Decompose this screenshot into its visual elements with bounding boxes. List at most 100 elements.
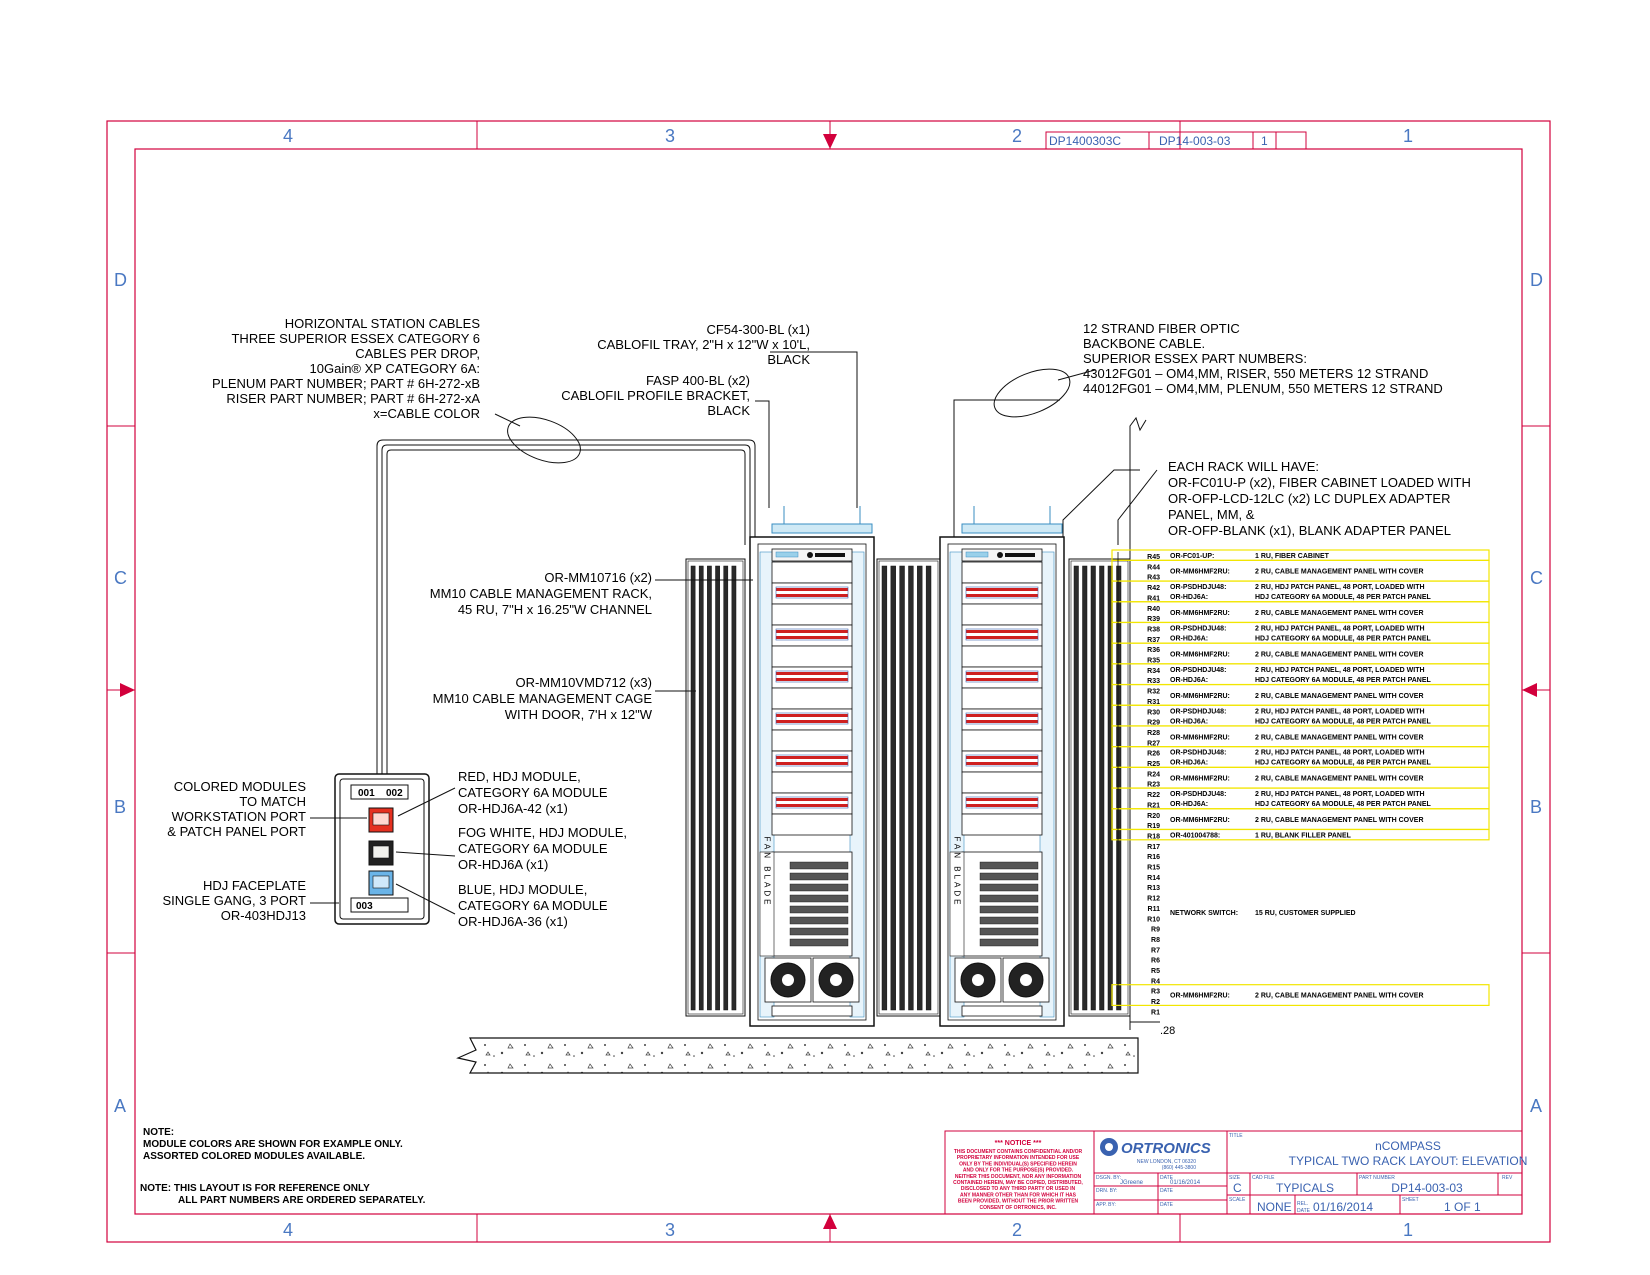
legend-desc: 1 RU, FIBER CABINET	[1255, 553, 1330, 560]
cage-2	[876, 558, 941, 1017]
legend-desc: 2 RU, CABLE MANAGEMENT PANEL WITH COVER	[1255, 776, 1424, 783]
legend-desc-2: HDJ CATEGORY 6A MODULE, 48 PER PATCH PAN…	[1255, 594, 1432, 601]
port-001-label: 001	[358, 788, 375, 799]
notice-line-6: CONTAINED HEREIN, MAY BE COPIED, DISTRIB…	[953, 1180, 1083, 1186]
port-003-label: 003	[356, 901, 373, 912]
zone-y-B-right: B	[1530, 797, 1542, 817]
legend-row: OR-FC01-UP: 1 RU, FIBER CABINET	[1111, 549, 1490, 561]
legend-part-2: OR-HDJ6A:	[1170, 801, 1208, 808]
rel-date-label: DATE	[1297, 1208, 1311, 1214]
note2-line1: NOTE: THIS LAYOUT IS FOR REFERENCE ONLY	[140, 1183, 370, 1194]
address-1: NEW LONDON, CT 06320	[1137, 1159, 1196, 1165]
bottom-panel-desc: 2 RU, CABLE MANAGEMENT PANEL WITH COVER	[1255, 993, 1424, 1000]
legend-part-2: OR-HDJ6A:	[1170, 635, 1208, 642]
cage-callout-line-2: MM10 CABLE MANAGEMENT CAGE	[433, 691, 653, 706]
legend-part: OR-PSDHDJU48:	[1170, 708, 1226, 715]
white-module-callout-line-3: OR-HDJ6A (x1)	[458, 857, 548, 872]
profile-bracket-callout-line-2: CABLOFIL PROFILE BRACKET,	[561, 388, 750, 403]
dimension-label: .28	[1160, 1025, 1175, 1037]
cable-trays	[771, 506, 1063, 534]
horizontal-cables-callout-line-2: THREE SUPERIOR ESSEX CATEGORY 6	[231, 331, 480, 346]
fan-blade-label: FAN BLADE	[763, 836, 772, 907]
horizontal-cables-callout-line-5: PLENUM PART NUMBER; PART # 6H-272-xB	[212, 376, 480, 391]
bottom-panel-part: OR-MM6HMF2RU:	[1170, 993, 1230, 1000]
legend-row: OR-MM6HMF2RU:2 RU, CABLE MANAGEMENT PANE…	[1111, 601, 1490, 624]
rel-date-value: 01/16/2014	[1313, 1200, 1373, 1214]
rack-unit-R34: R34	[1147, 668, 1160, 675]
cad-value: TYPICALS	[1276, 1181, 1334, 1195]
rack-unit-R32: R32	[1147, 689, 1160, 696]
rack-2: FAN BLADE	[939, 536, 1065, 1027]
legend-row: OR-401004788:1 RU, BLANK FILLER PANEL	[1111, 828, 1490, 841]
rack-unit-R42: R42	[1147, 585, 1160, 592]
legend-row: OR-MM6HMF2RU: 2 RU, CABLE MANAGEMENT PANE…	[1111, 766, 1490, 789]
rack-unit-R26: R26	[1147, 751, 1160, 758]
red-module-callout-line-1: RED, HDJ MODULE,	[458, 769, 581, 784]
rack-contents-callout-line-3: OR-OFP-LCD-12LC (x2) LC DUPLEX ADAPTER	[1168, 491, 1450, 506]
red-module-callout-line-3: OR-HDJ6A-42 (x1)	[458, 801, 568, 816]
top-cell-part: DP14-003-03	[1159, 134, 1231, 148]
rack-unit-R19: R19	[1147, 823, 1160, 830]
legend-part-2: OR-HDJ6A:	[1170, 718, 1208, 725]
legend-part: OR-MM6HMF2RU:	[1170, 776, 1230, 783]
legend-part: OR-FC01-UP:	[1170, 553, 1214, 560]
rack-unit-R17: R17	[1147, 844, 1160, 851]
cad-label: CAD FILE	[1252, 1175, 1275, 1181]
notice-line-2: PROPRIETARY INFORMATION INTENDED FOR USE	[957, 1155, 1080, 1161]
rack-unit-R9: R9	[1151, 927, 1160, 934]
zone-x-4: 4	[283, 126, 293, 146]
fiber-backbone-callout-line-3: SUPERIOR ESSEX PART NUMBERS:	[1083, 351, 1307, 366]
rack-unit-R38: R38	[1147, 626, 1160, 633]
legend-desc: 2 RU, CABLE MANAGEMENT PANEL WITH COVER	[1255, 569, 1424, 576]
notice-title: *** NOTICE ***	[995, 1140, 1042, 1147]
center-arrows	[120, 134, 1537, 1229]
legend-desc-2: HDJ CATEGORY 6A MODULE, 48 PER PATCH PAN…	[1255, 718, 1432, 725]
legend-desc-2: HDJ CATEGORY 6A MODULE, 48 PER PATCH PAN…	[1255, 760, 1432, 767]
zone-y-A-right: A	[1530, 1096, 1542, 1116]
cage-callout-line-3: WITH DOOR, 7'H x 12"W	[505, 707, 653, 722]
legend-desc: 2 RU, CABLE MANAGEMENT PANEL WITH COVER	[1255, 693, 1424, 700]
port-002-label: 002	[386, 788, 403, 799]
rack-unit-R3: R3	[1151, 989, 1160, 996]
blue-module-callout-line-3: OR-HDJ6A-36 (x1)	[458, 914, 568, 929]
legend-part-2: OR-HDJ6A:	[1170, 594, 1208, 601]
white-module-callout-line-2: CATEGORY 6A MODULE	[458, 841, 608, 856]
rack-unit-R13: R13	[1147, 885, 1160, 892]
legend-desc: 2 RU, CABLE MANAGEMENT PANEL WITH COVER	[1255, 610, 1424, 617]
legend-row: OR-PSDHDJU48:2 RU, HDJ PATCH PANEL, 48 P…	[1111, 704, 1490, 727]
fiber-backbone-callout-line-5: 44012FG01 – OM4,MM, PLENUM, 550 METERS 1…	[1083, 381, 1443, 396]
fan-blade-label: FAN BLADE	[953, 836, 962, 907]
faceplate-callout-line-3: OR-403HDJ13	[221, 908, 306, 923]
border-frame	[106, 120, 1551, 1243]
legend-desc-2: HDJ CATEGORY 6A MODULE, 48 PER PATCH PAN…	[1255, 801, 1432, 808]
bottom-panel-row: OR-MM6HMF2RU: 2 RU, CABLE MANAGEMENT PANE…	[1111, 984, 1490, 1007]
legend-part: OR-PSDHDJU48:	[1170, 791, 1226, 798]
rack-unit-R10: R10	[1147, 916, 1160, 923]
rack-unit-R8: R8	[1151, 937, 1160, 944]
dsgn-by-label: DSGN. BY:	[1096, 1175, 1121, 1181]
fiber-backbone-callout-line-1: 12 STRAND FIBER OPTIC	[1083, 321, 1240, 336]
zone-x-3-bottom: 3	[665, 1220, 675, 1240]
cable-tray-callout-line-1: CF54-300-BL (x1)	[706, 322, 810, 337]
horizontal-cables-callout-line-3: CABLES PER DROP,	[355, 346, 480, 361]
legend-row: OR-PSDHDJU48:2 RU, HDJ PATCH PANEL, 48 P…	[1111, 746, 1490, 768]
rack-unit-R18: R18	[1147, 833, 1160, 840]
rack-unit-R14: R14	[1147, 875, 1160, 882]
network-switch-desc: 15 RU, CUSTOMER SUPPLIED	[1255, 910, 1356, 917]
rack-unit-R21: R21	[1147, 802, 1160, 809]
legend-part: OR-PSDHDJU48:	[1170, 667, 1226, 674]
rack-unit-R22: R22	[1147, 792, 1160, 799]
legend-desc: 2 RU, CABLE MANAGEMENT PANEL WITH COVER	[1255, 734, 1424, 741]
legend-row: OR-MM6HMF2RU:2 RU, CABLE MANAGEMENT PANE…	[1111, 642, 1490, 665]
faceplate-callout-line-2: SINGLE GANG, 3 PORT	[162, 893, 306, 908]
legend-part: OR-MM6HMF2RU:	[1170, 569, 1230, 576]
rel-label: REL.	[1297, 1201, 1308, 1207]
legend-row: OR-MM6HMF2RU:2 RU, CABLE MANAGEMENT PANE…	[1111, 683, 1490, 706]
rack-unit-R39: R39	[1147, 616, 1160, 623]
zone-y-B: B	[114, 797, 126, 817]
rack-unit-R27: R27	[1147, 740, 1160, 747]
rack-unit-R35: R35	[1147, 658, 1160, 665]
part-label: PART NUMBER	[1359, 1175, 1395, 1181]
rack-1: FAN BLADE	[749, 536, 875, 1027]
legend-part: OR-401004788:	[1170, 833, 1220, 840]
